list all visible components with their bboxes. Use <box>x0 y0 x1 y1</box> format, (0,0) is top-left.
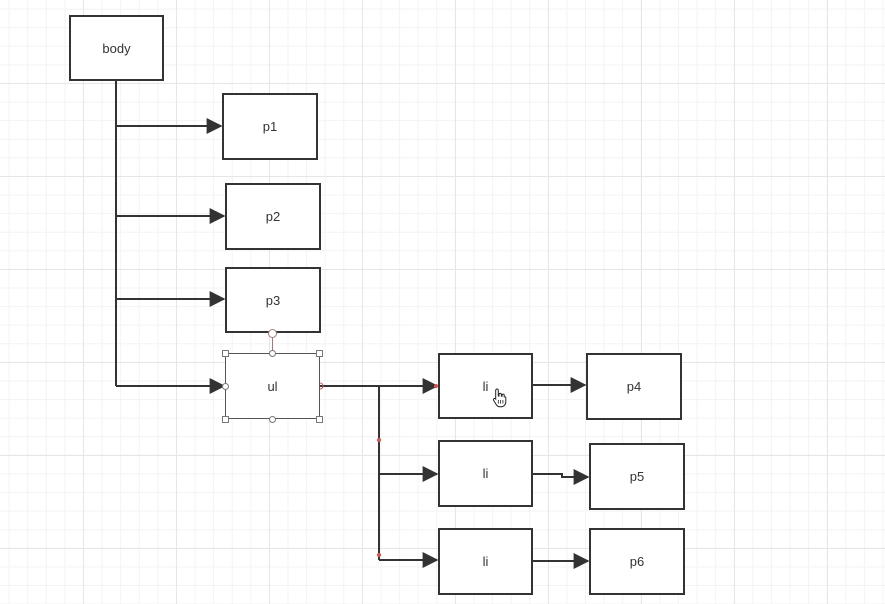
hand-pointer-icon <box>492 388 507 408</box>
resize-handle-se[interactable] <box>316 416 323 423</box>
edge-li2-p5[interactable] <box>533 469 590 485</box>
node-label: p2 <box>265 209 281 224</box>
node-label: p5 <box>629 469 645 484</box>
node-label: li <box>482 554 489 569</box>
node-p5[interactable]: p5 <box>589 443 685 510</box>
node-label: p1 <box>262 119 278 134</box>
resize-handle-s[interactable] <box>269 416 276 423</box>
resize-handle-ne[interactable] <box>316 350 323 357</box>
node-label: li <box>482 378 489 394</box>
node-label: li <box>482 466 489 481</box>
node-label: ul <box>267 378 278 394</box>
node-p6[interactable]: p6 <box>589 528 685 595</box>
node-label: body <box>102 40 131 56</box>
resize-handle-nw[interactable] <box>222 350 229 357</box>
node-label: p4 <box>626 379 642 394</box>
node-p4[interactable]: p4 <box>586 353 682 420</box>
node-label: p3 <box>265 292 281 308</box>
node-ul[interactable]: ul <box>225 353 320 419</box>
resize-handle-w[interactable] <box>222 383 229 390</box>
node-li-2[interactable]: li <box>438 440 533 507</box>
rotate-handle[interactable] <box>268 329 277 338</box>
node-p1[interactable]: p1 <box>222 93 318 160</box>
node-body[interactable]: body <box>69 15 164 81</box>
rotate-handle-stem <box>272 338 273 353</box>
node-p2[interactable]: p2 <box>225 183 321 250</box>
connector-point[interactable] <box>377 438 381 442</box>
connector-point[interactable] <box>377 553 381 557</box>
node-p3[interactable]: p3 <box>225 267 321 333</box>
node-li-3[interactable]: li <box>438 528 533 595</box>
node-label: p6 <box>629 554 645 569</box>
node-li-1[interactable]: li <box>438 353 533 419</box>
resize-handle-sw[interactable] <box>222 416 229 423</box>
resize-handle-n[interactable] <box>269 350 276 357</box>
connector-point[interactable] <box>434 384 438 388</box>
